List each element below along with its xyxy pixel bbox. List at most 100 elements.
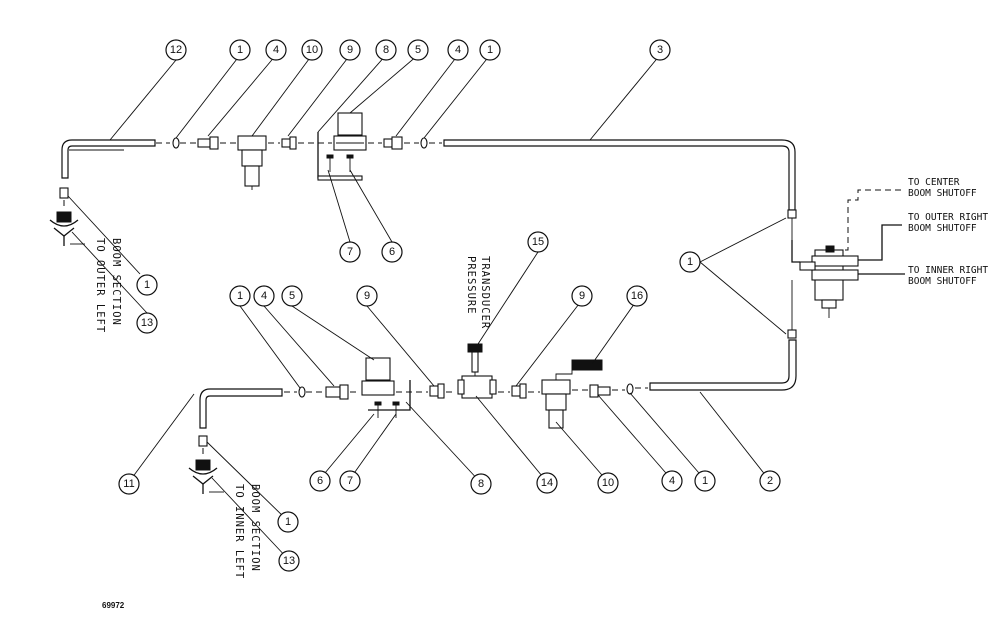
callout-bubble: 13 <box>278 550 300 572</box>
right-manifold: TO CENTER BOOM SHUTOFF TO OUTER RIGHT BO… <box>787 177 988 339</box>
svg-text:5: 5 <box>415 44 421 56</box>
outer-right-label-2: BOOM SHUTOFF <box>908 223 977 234</box>
center-label-1: TO CENTER <box>908 177 960 188</box>
svg-text:TO INNER LEFT: TO INNER LEFT <box>233 484 245 579</box>
screws-b-part <box>374 401 400 418</box>
svg-text:BOOM SECTION: BOOM SECTION <box>249 484 261 572</box>
svg-text:1: 1 <box>687 256 693 268</box>
svg-text:9: 9 <box>364 290 370 302</box>
hose-12 <box>61 139 156 179</box>
svg-text:PRESSURE: PRESSURE <box>465 256 477 315</box>
callout-bubble: 1 <box>136 274 158 296</box>
svg-text:BOOM SECTION: BOOM SECTION <box>110 238 122 326</box>
svg-text:1: 1 <box>237 290 243 302</box>
callout-bubble: 8 <box>375 39 397 61</box>
callout-bubble: 13 <box>136 312 158 334</box>
callout-bubble: 1 <box>694 470 716 492</box>
svg-text:16: 16 <box>631 290 643 302</box>
svg-text:6: 6 <box>389 246 395 258</box>
callout-bubble: 7 <box>339 470 361 492</box>
svg-text:12: 12 <box>170 44 182 56</box>
svg-text:6: 6 <box>317 475 323 487</box>
fitting-4-part <box>197 136 219 150</box>
svg-text:10: 10 <box>306 44 318 56</box>
bracket-8b-part <box>368 380 411 411</box>
svg-text:3: 3 <box>657 44 663 56</box>
svg-text:14: 14 <box>541 477 553 489</box>
hose-3 <box>443 139 796 211</box>
bottom-assembly: PRESSURE TRANSDUCER <box>188 256 797 579</box>
svg-text:5: 5 <box>289 290 295 302</box>
callout-bubble: 5 <box>407 39 429 61</box>
callout-bubble: 6 <box>309 470 331 492</box>
callout-bubble: 1 <box>229 39 251 61</box>
transducer-15-part <box>467 343 483 376</box>
svg-text:4: 4 <box>669 475 675 487</box>
svg-text:2: 2 <box>767 475 773 487</box>
svg-text:1: 1 <box>702 475 708 487</box>
callout-bubble: 14 <box>536 472 558 494</box>
svg-text:1: 1 <box>487 44 493 56</box>
svg-text:13: 13 <box>283 555 295 567</box>
callout-bubble: 6 <box>381 241 403 263</box>
svg-text:4: 4 <box>261 290 267 302</box>
callout-bubble: 4 <box>265 39 287 61</box>
callout-bubble: 3 <box>649 39 671 61</box>
fitting-9-part <box>281 136 297 150</box>
figure-number: 69972 <box>102 601 125 610</box>
svg-text:7: 7 <box>347 475 353 487</box>
callout-bubble: 4 <box>253 285 275 307</box>
svg-text:1: 1 <box>237 44 243 56</box>
inner-right-label-2: BOOM SHUTOFF <box>908 276 977 287</box>
svg-text:11: 11 <box>123 478 134 490</box>
gasket-part-d <box>626 383 634 395</box>
hose-11 <box>199 388 283 429</box>
callout-bubble: 7 <box>339 241 361 263</box>
callout-bubble: 1 <box>229 285 251 307</box>
callout-bubble: 1 <box>679 251 701 273</box>
svg-text:8: 8 <box>478 478 484 490</box>
callout-bubble: 8 <box>470 473 492 495</box>
fitting-9c-part <box>511 383 527 399</box>
filter-10b-part <box>541 379 571 429</box>
callout-bubble: 4 <box>447 39 469 61</box>
screws-part <box>317 154 363 181</box>
svg-text:4: 4 <box>455 44 461 56</box>
svg-text:13: 13 <box>141 317 153 329</box>
callout-bubble: 11 <box>118 473 140 495</box>
callout-bubble: 5 <box>281 285 303 307</box>
callout-bubble: 16 <box>626 285 648 307</box>
svg-text:15: 15 <box>532 236 544 248</box>
hose-2 <box>649 339 797 391</box>
fitting-4b-part <box>383 136 403 150</box>
callout-bubble: 10 <box>301 39 323 61</box>
nozzle-13-part <box>49 211 79 246</box>
svg-text:1: 1 <box>144 279 150 291</box>
svg-text:10: 10 <box>602 477 614 489</box>
callout-bubble: 9 <box>356 285 378 307</box>
svg-text:8: 8 <box>383 44 389 56</box>
top-assembly <box>61 112 796 211</box>
callout-bubble: 9 <box>571 285 593 307</box>
inner-left-label: TO INNER LEFT BOOM SECTION <box>233 484 261 579</box>
svg-text:1: 1 <box>285 516 291 528</box>
gasket-part-c <box>298 386 306 398</box>
callout-bubble: 10 <box>597 472 619 494</box>
callout-bubble: 1 <box>479 39 501 61</box>
callout-bubble: 2 <box>759 470 781 492</box>
outer-left-boom-group: TO OUTER LEFT BOOM SECTION <box>49 187 122 333</box>
gasket-part-b <box>420 137 428 149</box>
callout-leaders <box>67 54 787 561</box>
svg-text:9: 9 <box>347 44 353 56</box>
outer-left-label: TO OUTER LEFT BOOM SECTION <box>94 238 122 333</box>
gasket-part <box>172 137 180 149</box>
callout-bubble: 12 <box>165 39 187 61</box>
callout-bubble: 4 <box>661 470 683 492</box>
svg-text:4: 4 <box>273 44 279 56</box>
callout-bubble: 1 <box>277 511 299 533</box>
nozzle-13b-part <box>188 459 218 494</box>
tee-14-part <box>457 375 497 399</box>
callout-bubble: 9 <box>339 39 361 61</box>
inner-right-label-1: TO INNER RIGHT <box>908 265 988 276</box>
svg-text:TRANSDUCER: TRANSDUCER <box>479 256 491 329</box>
